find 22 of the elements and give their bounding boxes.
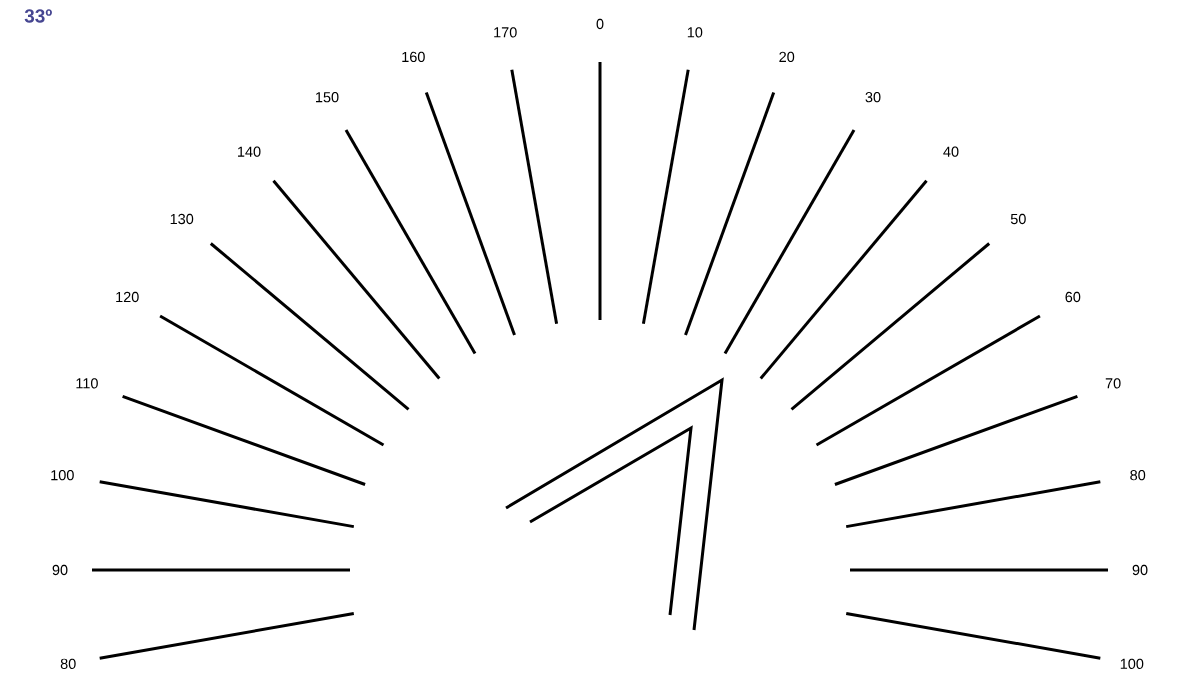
degree-label: 100 (51, 470, 74, 481)
degree-label: 170 (494, 27, 517, 38)
degree-label: 110 (76, 378, 98, 389)
degree-label: 50 (1010, 213, 1026, 225)
degree-label: 160 (402, 51, 425, 63)
degree-label: 150 (316, 92, 339, 103)
degree-label: 10 (687, 27, 703, 38)
degree-label: 80 (60, 658, 76, 669)
degree-label: 130 (170, 213, 194, 225)
degree-label: 80 (1130, 470, 1146, 481)
degree-label: 30 (865, 92, 881, 103)
degree-label: 70 (1105, 378, 1121, 389)
degree-label: 140 (238, 146, 261, 157)
title: 33º (24, 9, 52, 23)
degree-label: 60 (1065, 291, 1081, 303)
degree-label: 120 (116, 291, 139, 303)
degree-label: 100 (1120, 658, 1144, 669)
degree-label: 0 (596, 18, 604, 30)
degree-label: 90 (52, 564, 68, 576)
degree-label: 90 (1132, 564, 1148, 576)
degree-label: 40 (943, 146, 959, 157)
degree-label: 20 (779, 51, 795, 63)
